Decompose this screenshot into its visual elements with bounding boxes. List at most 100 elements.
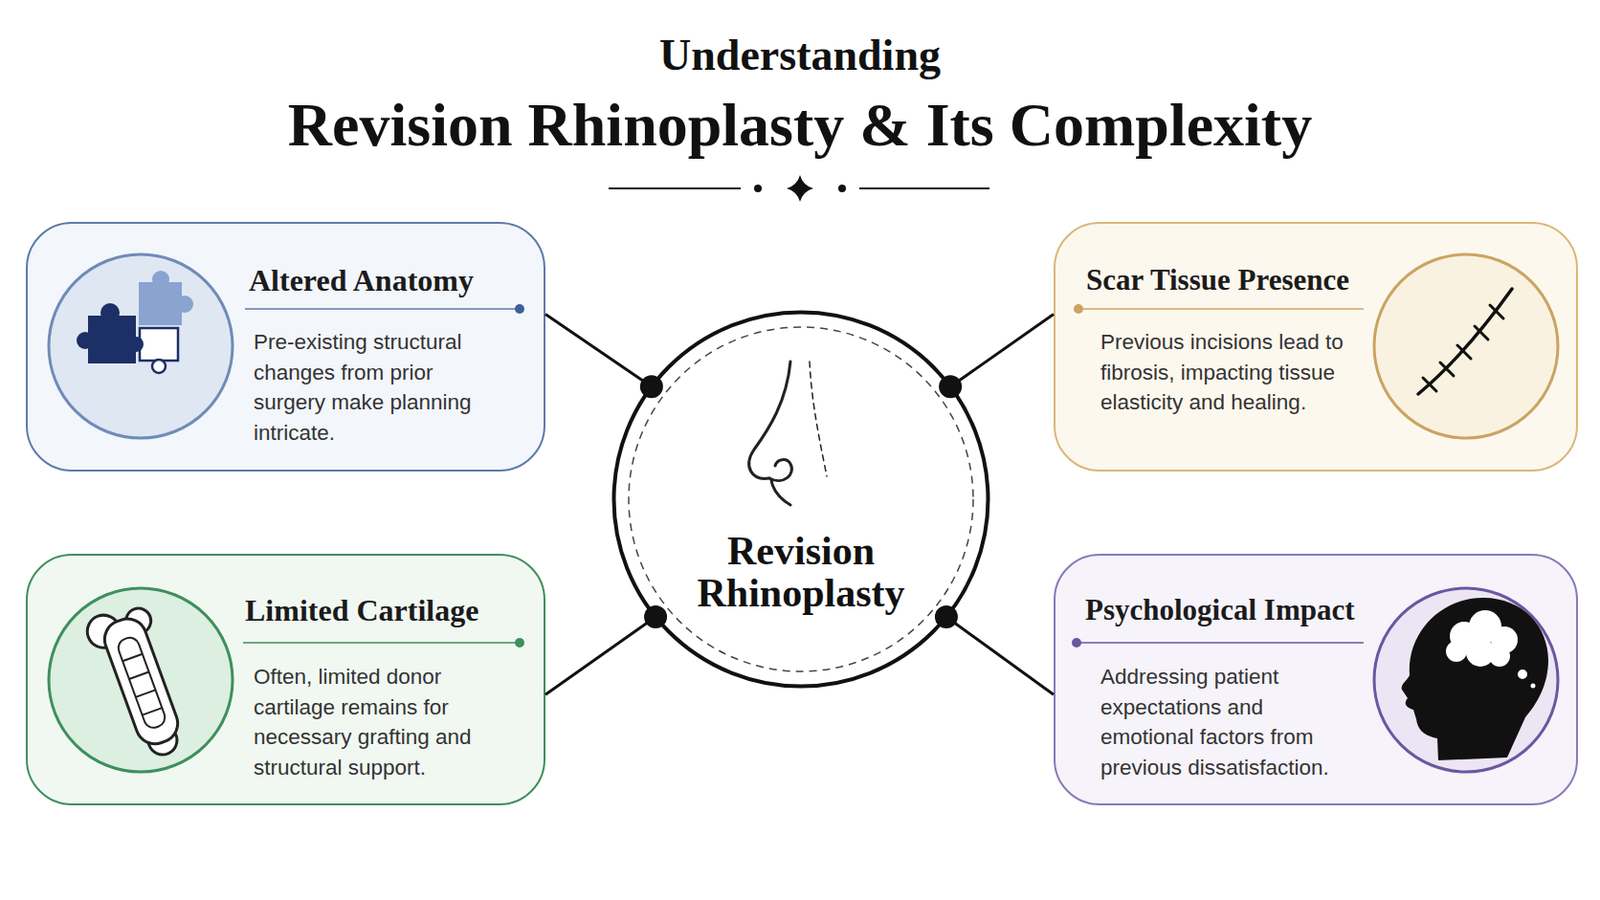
circle-border xyxy=(614,312,989,688)
cartilage-inner xyxy=(115,635,168,732)
brain-lobe xyxy=(1442,637,1471,667)
divider-dot xyxy=(838,184,846,193)
divider-line xyxy=(859,187,990,190)
underline-dot xyxy=(1073,304,1084,314)
heading-underline xyxy=(1076,642,1364,645)
connector-dot xyxy=(934,605,958,629)
brain-lobe xyxy=(1466,638,1495,667)
head-silhouette xyxy=(1401,598,1549,761)
cartilage-rung xyxy=(129,672,150,681)
card-heading: Limited Cartilage xyxy=(244,592,533,629)
connector xyxy=(545,314,664,400)
brain-lobe xyxy=(1487,622,1522,658)
underline-dot xyxy=(514,638,525,648)
stitch-mark xyxy=(1457,345,1471,359)
nostril xyxy=(769,460,792,482)
central-circle: Revision Rhinoplasty xyxy=(611,310,991,689)
puzzle-knob xyxy=(76,332,94,350)
card-heading: Altered Anatomy xyxy=(248,262,536,299)
puzzle-piece xyxy=(88,315,136,364)
brain-lobe xyxy=(1462,634,1499,671)
cartilage-rung xyxy=(142,708,163,716)
connector-line xyxy=(950,314,1054,388)
stitch-mark xyxy=(1489,305,1504,319)
puzzle-knob xyxy=(128,336,144,353)
scar-line xyxy=(1418,288,1512,395)
thought-bubble xyxy=(1516,668,1529,681)
brain-lobe xyxy=(1488,645,1511,667)
heading-underline xyxy=(1078,308,1364,311)
card-body: Often, limited donor cartilage remains f… xyxy=(253,662,505,783)
factor-card: Scar Tissue PresencePrevious incisions l… xyxy=(1053,222,1578,472)
icon-circle xyxy=(1374,254,1558,439)
thought-bubble xyxy=(1530,683,1537,690)
nose-base xyxy=(771,480,791,506)
cartilage-knob xyxy=(82,610,125,653)
card-heading: Scar Tissue Presence xyxy=(1086,262,1383,298)
brain-lobe xyxy=(1465,606,1506,647)
icon-circle xyxy=(1374,588,1558,773)
circle-outline xyxy=(611,310,991,689)
icon-circle xyxy=(48,254,233,439)
cartilage-icon xyxy=(48,588,233,773)
nose-guide xyxy=(809,361,827,477)
card-body: Addressing patient expectations and emot… xyxy=(1100,662,1352,783)
underline-dot xyxy=(1071,638,1082,648)
center-label: Revision Rhinoplasty xyxy=(676,530,926,615)
puzzle-knob xyxy=(100,303,120,323)
diagram-title: Revision Rhinoplasty & Its Complexity xyxy=(0,88,1600,162)
dashed-ring xyxy=(628,327,974,672)
head-icon xyxy=(1374,588,1558,773)
title-divider xyxy=(608,175,990,202)
stitch-mark xyxy=(1474,326,1489,340)
brain-lobe xyxy=(1490,626,1518,654)
factor-card: Altered AnatomyPre-existing structural c… xyxy=(25,222,546,472)
card-heading: Psychological Impact xyxy=(1085,592,1382,628)
connector-line xyxy=(946,617,1054,695)
brain-lobe xyxy=(1485,642,1514,671)
connector-dot xyxy=(640,375,664,399)
brain-lobe xyxy=(1468,610,1502,644)
heading-underline xyxy=(243,642,517,645)
puzzle-knob xyxy=(152,359,166,374)
connector-line xyxy=(545,314,652,388)
factor-card: Psychological ImpactAddressing patient e… xyxy=(1053,554,1578,806)
underline-dot xyxy=(514,304,525,314)
connector xyxy=(938,314,1054,400)
divider-dot xyxy=(754,184,762,193)
connector-dot xyxy=(938,375,962,399)
connector xyxy=(934,605,1054,695)
heading-underline xyxy=(244,308,517,311)
stitch-mark xyxy=(1422,377,1437,392)
cartilage-knob xyxy=(122,604,155,637)
title-kicker: Understanding xyxy=(0,28,1600,82)
cartilage-knob xyxy=(144,722,181,759)
puzzle-knob xyxy=(152,270,170,289)
cartilage-rung xyxy=(122,654,143,663)
factor-card: Limited CartilageOften, limited donor ca… xyxy=(25,554,546,806)
card-body: Previous incisions lead to fibrosis, imp… xyxy=(1100,327,1345,419)
stitch-mark xyxy=(1440,362,1454,377)
divider-star xyxy=(786,175,814,202)
brain-cloud xyxy=(1445,610,1518,667)
card-body: Pre-existing structural changes from pri… xyxy=(253,327,505,448)
puzzle-piece xyxy=(138,282,182,326)
connector xyxy=(545,605,667,695)
brain-lobe xyxy=(1445,641,1467,663)
nose-profile xyxy=(749,361,791,479)
puzzle-piece xyxy=(139,328,178,361)
brain-lobe xyxy=(1445,618,1483,655)
scar-icon xyxy=(1374,254,1558,439)
puzzle-icon xyxy=(48,254,233,439)
nose-illustration xyxy=(749,361,827,506)
brain-outline xyxy=(1442,606,1522,671)
icon-circle xyxy=(48,588,233,773)
connector-dot xyxy=(644,605,667,629)
cartilage-rung xyxy=(135,689,156,698)
connector-line xyxy=(545,617,656,695)
cartilage-body xyxy=(99,613,184,750)
brain-lobe xyxy=(1449,622,1479,651)
divider-line xyxy=(608,187,741,190)
puzzle-knob xyxy=(176,295,194,313)
